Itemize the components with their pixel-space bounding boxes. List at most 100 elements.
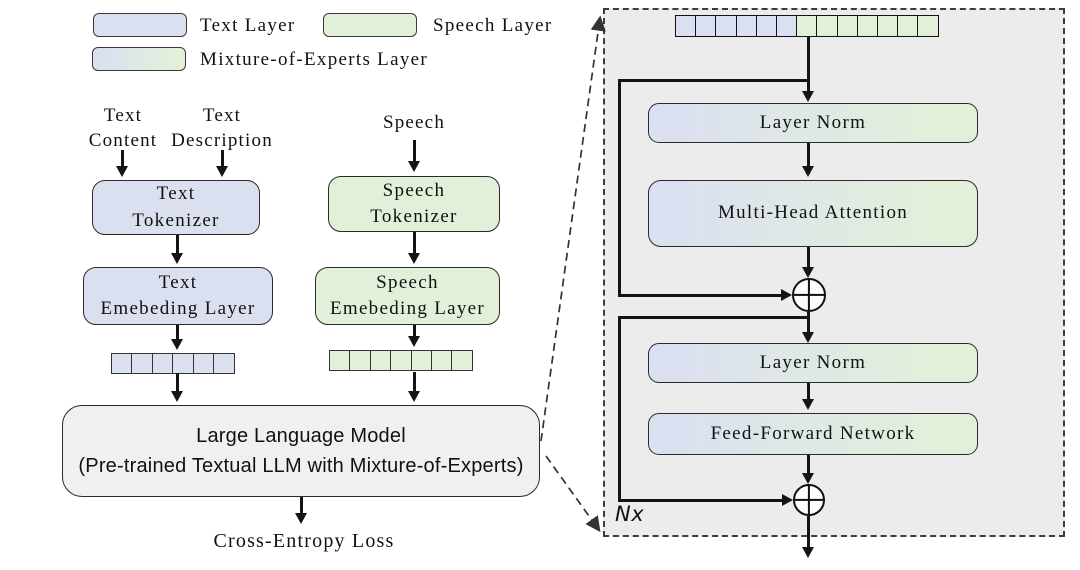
residual-line bbox=[618, 293, 781, 297]
arrow-line bbox=[806, 455, 810, 474]
text-description-line2: Description bbox=[171, 130, 273, 152]
residual-add-1 bbox=[792, 278, 826, 312]
text-embedding-box: Text Emebeding Layer bbox=[83, 267, 273, 325]
residual-line bbox=[618, 316, 621, 501]
arrow-line bbox=[806, 312, 810, 333]
arrow-head bbox=[294, 513, 307, 524]
llm-box: Large Language Model (Pre-trained Textua… bbox=[62, 405, 540, 497]
text-description-line1: Text bbox=[202, 105, 242, 126]
token-cell bbox=[329, 350, 351, 371]
text-embedding-line1: Text bbox=[158, 271, 198, 293]
arrow-head bbox=[801, 547, 814, 558]
token-cell bbox=[172, 353, 195, 374]
text-token-row bbox=[111, 353, 236, 374]
arrow-line bbox=[175, 235, 179, 254]
llm-line1: Large Language Model bbox=[196, 425, 406, 447]
speech-input-label: Speech bbox=[382, 112, 446, 133]
arrow-head bbox=[116, 166, 128, 177]
token-cell bbox=[877, 15, 900, 37]
legend-label-speech-layer: Speech Layer bbox=[433, 15, 553, 36]
token-cell bbox=[735, 15, 758, 37]
legend-label-text-layer: Text Layer bbox=[200, 15, 296, 36]
arrow-head bbox=[407, 253, 420, 264]
layer-norm-1-box: Layer Norm bbox=[648, 103, 978, 143]
token-cell bbox=[131, 353, 154, 374]
token-cell bbox=[917, 15, 940, 37]
arrow-line bbox=[175, 325, 179, 340]
arrow-line bbox=[221, 150, 224, 167]
transformer-block-panel bbox=[603, 8, 1065, 537]
arrow-line bbox=[806, 383, 810, 400]
arrow-line bbox=[412, 140, 416, 162]
token-cell bbox=[695, 15, 718, 37]
multi-head-attention-label: Multi-Head Attention bbox=[717, 202, 909, 224]
text-tokenizer-box: Text Tokenizer bbox=[92, 180, 260, 235]
speech-embedding-box: Speech Emebeding Layer bbox=[315, 267, 500, 325]
token-cell bbox=[192, 353, 215, 374]
token-cell bbox=[369, 350, 392, 371]
arrow-line bbox=[412, 232, 416, 254]
residual-line bbox=[618, 79, 621, 296]
token-cell bbox=[451, 350, 474, 371]
token-cell bbox=[715, 15, 738, 37]
llm-line2: (Pre-trained Textual LLM with Mixture-of… bbox=[78, 455, 524, 477]
arrow-head bbox=[216, 166, 228, 177]
speech-tokenizer-box: Speech Tokenizer bbox=[328, 176, 500, 232]
feed-forward-network-box: Feed-Forward Network bbox=[648, 413, 978, 455]
token-cell bbox=[856, 15, 879, 37]
residual-add-2 bbox=[793, 484, 825, 516]
arrow-head bbox=[407, 391, 420, 402]
legend-swatch-moe-layer bbox=[92, 47, 186, 71]
arrow-line bbox=[806, 143, 810, 167]
text-description-input-label: Text Description bbox=[161, 103, 283, 153]
arrow-head bbox=[801, 267, 814, 278]
layer-norm-2-box: Layer Norm bbox=[648, 343, 978, 383]
arrow-line bbox=[806, 516, 810, 548]
arrow-head bbox=[407, 336, 420, 347]
arrow-head bbox=[781, 288, 792, 301]
arrow-head bbox=[801, 166, 814, 177]
token-cell bbox=[349, 350, 372, 371]
token-cell bbox=[410, 350, 433, 371]
legend-swatch-text-layer bbox=[93, 13, 187, 37]
arrow-head bbox=[801, 332, 814, 343]
text-embedding-line2: Emebeding Layer bbox=[100, 298, 256, 319]
text-content-line1: Text bbox=[103, 105, 143, 126]
token-cell bbox=[111, 353, 133, 374]
legend-swatch-speech-layer bbox=[323, 13, 417, 37]
arrow-line bbox=[806, 37, 810, 92]
speech-embedding-line2: Emebeding Layer bbox=[329, 298, 486, 319]
arrow-head bbox=[170, 253, 183, 264]
residual-line bbox=[618, 316, 810, 319]
arrow-line bbox=[175, 373, 179, 392]
arrow-line bbox=[806, 247, 810, 268]
residual-line bbox=[618, 79, 810, 82]
token-cell bbox=[796, 15, 819, 37]
legend-label-moe-layer: Mixture-of-Experts Layer bbox=[200, 49, 428, 70]
text-tokenizer-line2: Tokenizer bbox=[132, 209, 220, 231]
text-tokenizer-line1: Text bbox=[156, 183, 196, 205]
arrow-line bbox=[412, 372, 416, 392]
arrow-head bbox=[801, 91, 814, 102]
arrow-head bbox=[782, 493, 793, 506]
token-cell bbox=[213, 353, 236, 374]
multi-head-attention-box: Multi-Head Attention bbox=[648, 180, 978, 247]
feed-forward-network-label: Feed-Forward Network bbox=[710, 422, 916, 444]
detail-token-row bbox=[675, 15, 940, 37]
text-content-input-label: Text Content bbox=[68, 103, 178, 153]
token-cell bbox=[675, 15, 697, 37]
arrow-line bbox=[412, 325, 416, 337]
speech-embedding-line1: Speech bbox=[376, 271, 439, 293]
cross-entropy-loss-label: Cross-Entropy Loss bbox=[213, 530, 395, 552]
arrow-line bbox=[299, 497, 303, 514]
token-cell bbox=[776, 15, 799, 37]
token-cell bbox=[151, 353, 174, 374]
speech-tokenizer-line1: Speech bbox=[382, 179, 446, 201]
token-cell bbox=[390, 350, 413, 371]
text-content-line2: Content bbox=[88, 130, 158, 152]
arrow-head bbox=[801, 399, 814, 410]
arrow-head bbox=[170, 339, 183, 350]
speech-tokenizer-line2: Tokenizer bbox=[370, 206, 458, 227]
repeat-count-label: Nx bbox=[615, 502, 645, 526]
